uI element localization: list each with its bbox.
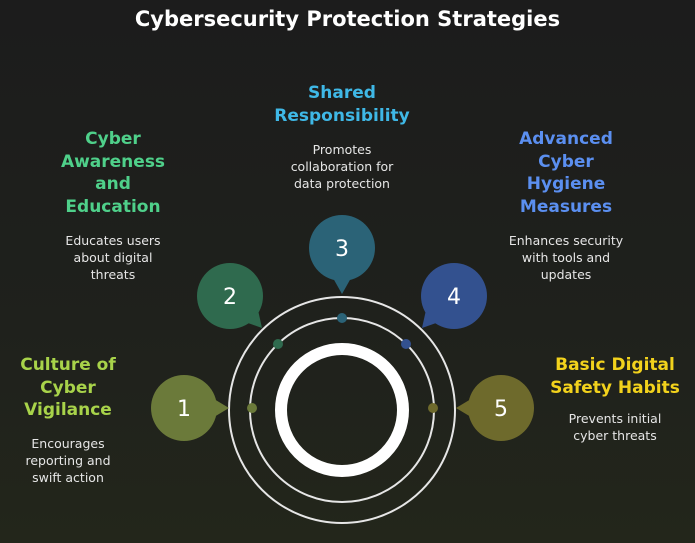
connector-dot-4 (401, 339, 411, 349)
node-3: 3 (309, 215, 375, 294)
item-3-description: Promotes collaboration for data protecti… (290, 142, 394, 191)
diagram-title: Cybersecurity Protection Strategies (134, 7, 561, 31)
item-3-heading: Shared Responsibility (274, 83, 410, 126)
node-2-number: 2 (223, 285, 237, 310)
node-4-number: 4 (447, 285, 461, 310)
connector-dot-5 (428, 403, 438, 413)
center-ring (275, 343, 409, 477)
item-2-description: Educates users about digital threats (65, 233, 161, 282)
connector-dot-1 (247, 403, 257, 413)
item-4-heading: Advanced Cyber Hygiene Measures (519, 129, 613, 217)
node-3-number: 3 (335, 237, 349, 262)
node-1: 1 (151, 375, 229, 441)
item-1-heading: Culture of Cyber Vigilance (20, 355, 116, 420)
connector-dot-3 (337, 313, 347, 323)
node-5: 5 (456, 375, 534, 441)
outer-ring (228, 296, 456, 524)
item-5-heading: Basic Digital Safety Habits (550, 355, 680, 398)
node-5-number: 5 (494, 397, 508, 422)
node-2: 2 (197, 263, 263, 329)
item-2-heading: Cyber Awareness and Education (60, 129, 166, 217)
node-1-number: 1 (177, 397, 191, 422)
item-5-description: Prevents initial cyber threats (568, 411, 662, 443)
item-4-description: Enhances security with tools and updates (508, 233, 624, 282)
node-4: 4 (421, 263, 487, 329)
connector-dot-2 (273, 339, 283, 349)
item-1-description: Encourages reporting and swift action (25, 436, 111, 485)
